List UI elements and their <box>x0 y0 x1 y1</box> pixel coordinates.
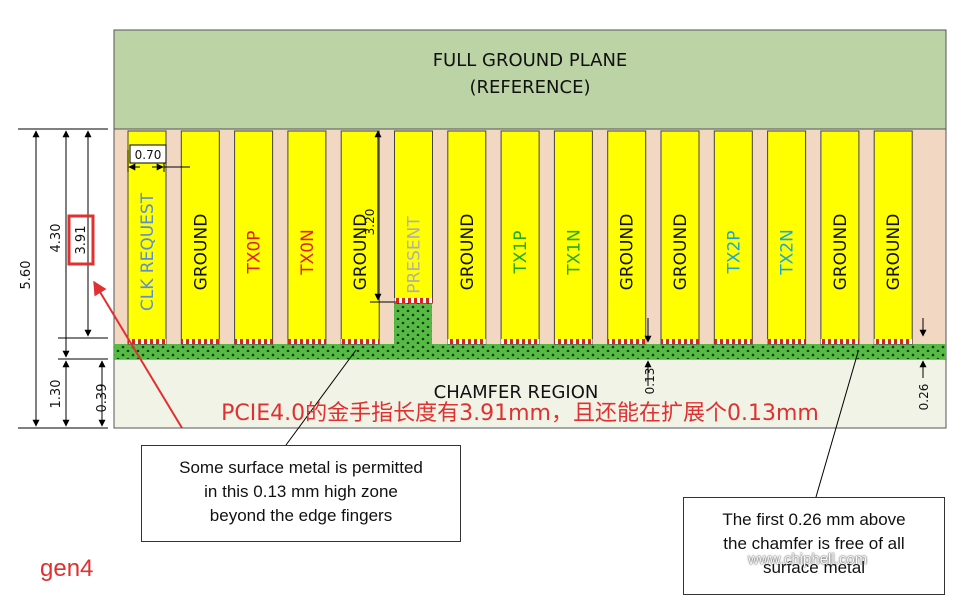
dim-free-zone: 0.26 <box>917 384 931 411</box>
finger-label: GROUND <box>458 214 478 291</box>
ground-plane-title: FULL GROUND PLANE <box>433 50 628 71</box>
finger: PRESENT <box>394 130 433 304</box>
finger-pad <box>447 130 487 345</box>
dim-present-length: 3.20 <box>363 209 377 236</box>
highlight-arrow <box>93 280 183 429</box>
finger-pad <box>820 130 860 345</box>
finger-contact-edge <box>714 339 753 344</box>
callout-metal-free: The first 0.26 mm above the chamfer is f… <box>683 497 945 595</box>
finger-contact-edge <box>341 339 380 344</box>
gold-fingers: CLK REQUEST GROUND TX0P TX0N GROUND PRESENT GR… <box>127 130 913 345</box>
dim-chamfer-height: 1.30 <box>49 380 64 409</box>
finger: GROUND <box>447 130 487 345</box>
watermark: www.chiphell.com <box>748 551 868 568</box>
finger-contact-edge <box>501 339 540 344</box>
finger-label: GROUND <box>191 214 211 291</box>
dim-metal-zone: 0.13 <box>643 368 657 395</box>
dim-chamfer-small: 0.39 <box>95 384 110 413</box>
callout-line: surface metal <box>762 558 866 577</box>
finger: TX0N <box>287 130 327 345</box>
finger-pad <box>234 130 274 345</box>
finger-width-box <box>129 144 167 164</box>
left-dimensions <box>18 128 108 429</box>
finger-label: TX1N <box>564 229 584 276</box>
dim-finger-width: 0.70 <box>135 148 162 162</box>
finger-label: TX1P <box>511 230 531 274</box>
finger-contact-edge <box>394 298 433 303</box>
finger-contact-edge <box>607 339 646 344</box>
annotation-cn: PCIE4.0的金手指长度有3.91mm，且还能在扩展个0.13mm <box>221 401 819 426</box>
finger-label: GROUND <box>884 214 904 291</box>
finger-contact-edge <box>447 339 486 344</box>
finger: GROUND <box>340 130 380 345</box>
chamfer-label: CHAMFER REGION <box>434 382 599 403</box>
finger-pad <box>767 130 807 345</box>
finger: TX0P <box>234 130 274 345</box>
finger-pad <box>500 130 540 345</box>
finger-contact-edge <box>181 339 220 344</box>
finger: TX1N <box>553 130 593 345</box>
finger-contact-edge <box>767 339 806 344</box>
callout-metal-permitted: Some surface metal is permitted in this … <box>141 445 461 542</box>
gen-label: gen4 <box>40 555 94 582</box>
callout-line: Some surface metal is permitted <box>179 458 423 477</box>
callout-line: the chamfer is free of all <box>723 534 905 553</box>
finger-contact-edge <box>554 339 593 344</box>
finger-pad <box>394 130 433 304</box>
finger-label: TX0P <box>245 230 265 274</box>
callout-line: in this 0.13 mm high zone <box>204 482 398 501</box>
finger-contact-edge <box>128 339 166 344</box>
finger: GROUND <box>660 130 700 345</box>
chamfer-region <box>113 358 947 429</box>
ground-plane <box>113 29 947 130</box>
metal-zone-dots <box>114 344 946 359</box>
finger-label: TX2P <box>724 230 744 274</box>
finger-pad <box>873 130 913 345</box>
finger: TX2N <box>767 130 807 345</box>
finger-contact-edge <box>820 339 859 344</box>
finger-contact-edge <box>234 339 273 344</box>
finger-contact-edge <box>661 339 699 344</box>
finger-pad <box>607 130 647 345</box>
finger-label: TX0N <box>298 229 318 276</box>
finger-contact-edge <box>287 339 326 344</box>
leader-free <box>815 351 859 498</box>
present-extension-dots <box>394 303 432 347</box>
callout-line: The first 0.26 mm above <box>722 510 906 529</box>
finger: GROUND <box>607 130 647 345</box>
dim-overall: 5.60 <box>19 261 34 290</box>
finger-label: TX2N <box>778 229 798 276</box>
dim-finger-length: 3.91 <box>74 226 89 255</box>
callout-line: beyond the edge fingers <box>209 506 393 525</box>
finger-label: CLK REQUEST <box>138 192 158 311</box>
finger-label: GROUND <box>351 214 371 291</box>
finger-pad <box>713 130 753 345</box>
finger-label: GROUND <box>831 214 851 291</box>
dim-finger-zone: 4.30 <box>49 224 64 253</box>
present-dimension <box>370 130 396 303</box>
leader-permitted <box>285 349 357 446</box>
finger: GROUND <box>820 130 860 345</box>
finger-contact-edge <box>874 339 913 344</box>
finger: TX1P <box>500 130 540 345</box>
finger-pad <box>553 130 593 345</box>
finger-length-highlight <box>67 214 95 266</box>
finger: GROUND <box>873 130 913 345</box>
ground-plane-subtitle: (REFERENCE) <box>470 77 591 98</box>
finger: TX2P <box>713 130 753 345</box>
finger-label: GROUND <box>671 214 691 291</box>
finger-label: PRESENT <box>405 216 425 294</box>
finger: GROUND <box>180 130 220 345</box>
finger-label: GROUND <box>618 214 638 291</box>
